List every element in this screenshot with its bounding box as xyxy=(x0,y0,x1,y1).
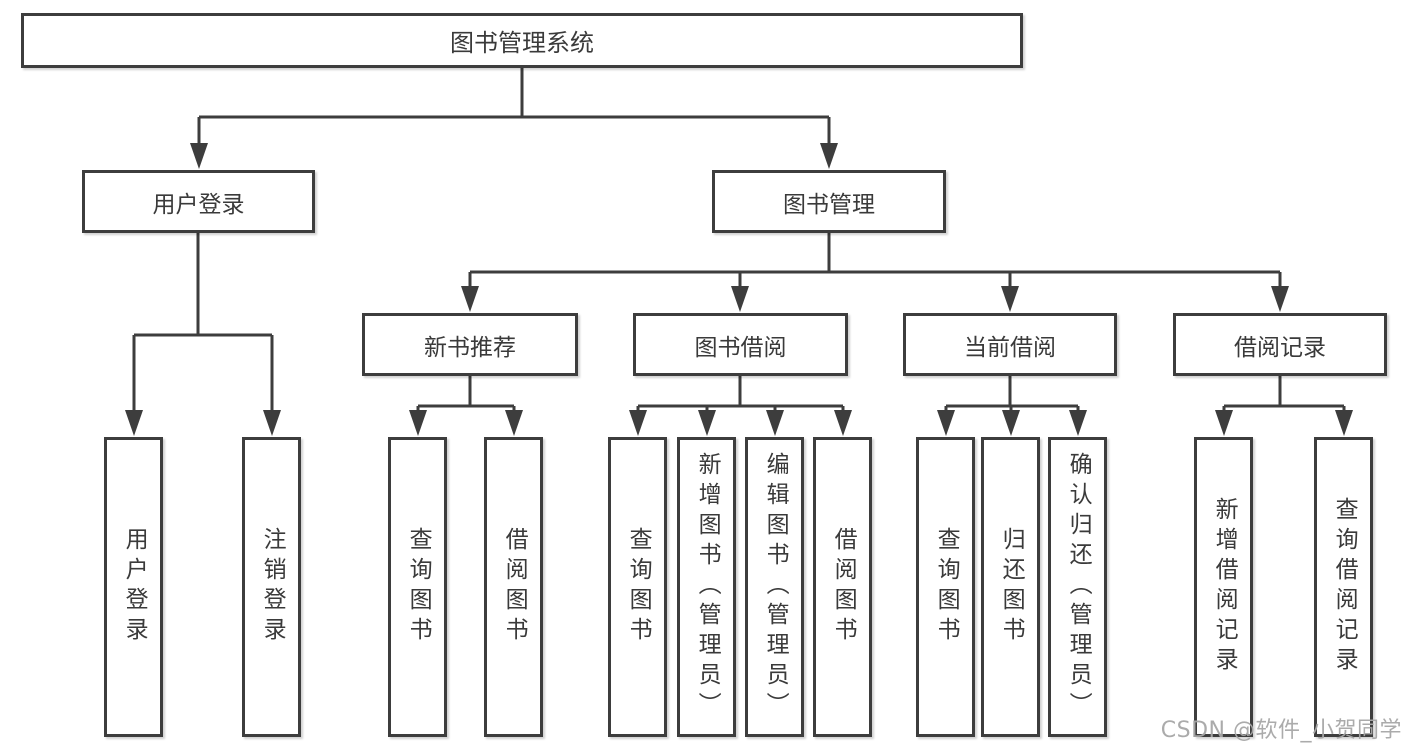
node-book-management: 图书管理 xyxy=(712,170,946,233)
leaf-return-books: 归还图书 xyxy=(981,437,1040,737)
leaf-query-borrow-record: 查询借阅记录 xyxy=(1314,437,1373,737)
leaf-add-borrow-record: 新增借阅记录 xyxy=(1194,437,1253,737)
leaf-user-login: 用户登录 xyxy=(104,437,163,737)
leaf-borrow-books-recommend: 借阅图书 xyxy=(484,437,543,737)
node-book-borrowing: 图书借阅 xyxy=(633,313,848,376)
node-new-book-recommendation: 新书推荐 xyxy=(362,313,578,376)
node-user-login: 用户登录 xyxy=(82,170,315,233)
leaf-edit-books-admin: 编辑图书（管理员） xyxy=(745,437,804,737)
arrowhead-icons xyxy=(125,143,1353,436)
leaf-query-books-borrowing: 查询图书 xyxy=(608,437,667,737)
leaf-add-books-admin: 新增图书（管理员） xyxy=(677,437,736,737)
leaf-borrow-books-borrowing: 借阅图书 xyxy=(813,437,872,737)
leaf-logout: 注销登录 xyxy=(242,437,301,737)
node-borrowing-records: 借阅记录 xyxy=(1173,313,1387,376)
node-library-management-system: 图书管理系统 xyxy=(21,13,1023,68)
leaf-query-books-recommend: 查询图书 xyxy=(388,437,447,737)
leaf-query-books-current: 查询图书 xyxy=(916,437,975,737)
leaf-confirm-return-admin: 确认归还（管理员） xyxy=(1048,437,1107,737)
node-current-borrowing: 当前借阅 xyxy=(903,313,1117,376)
watermark: CSDN @软件_小贺同学 xyxy=(1160,718,1402,743)
